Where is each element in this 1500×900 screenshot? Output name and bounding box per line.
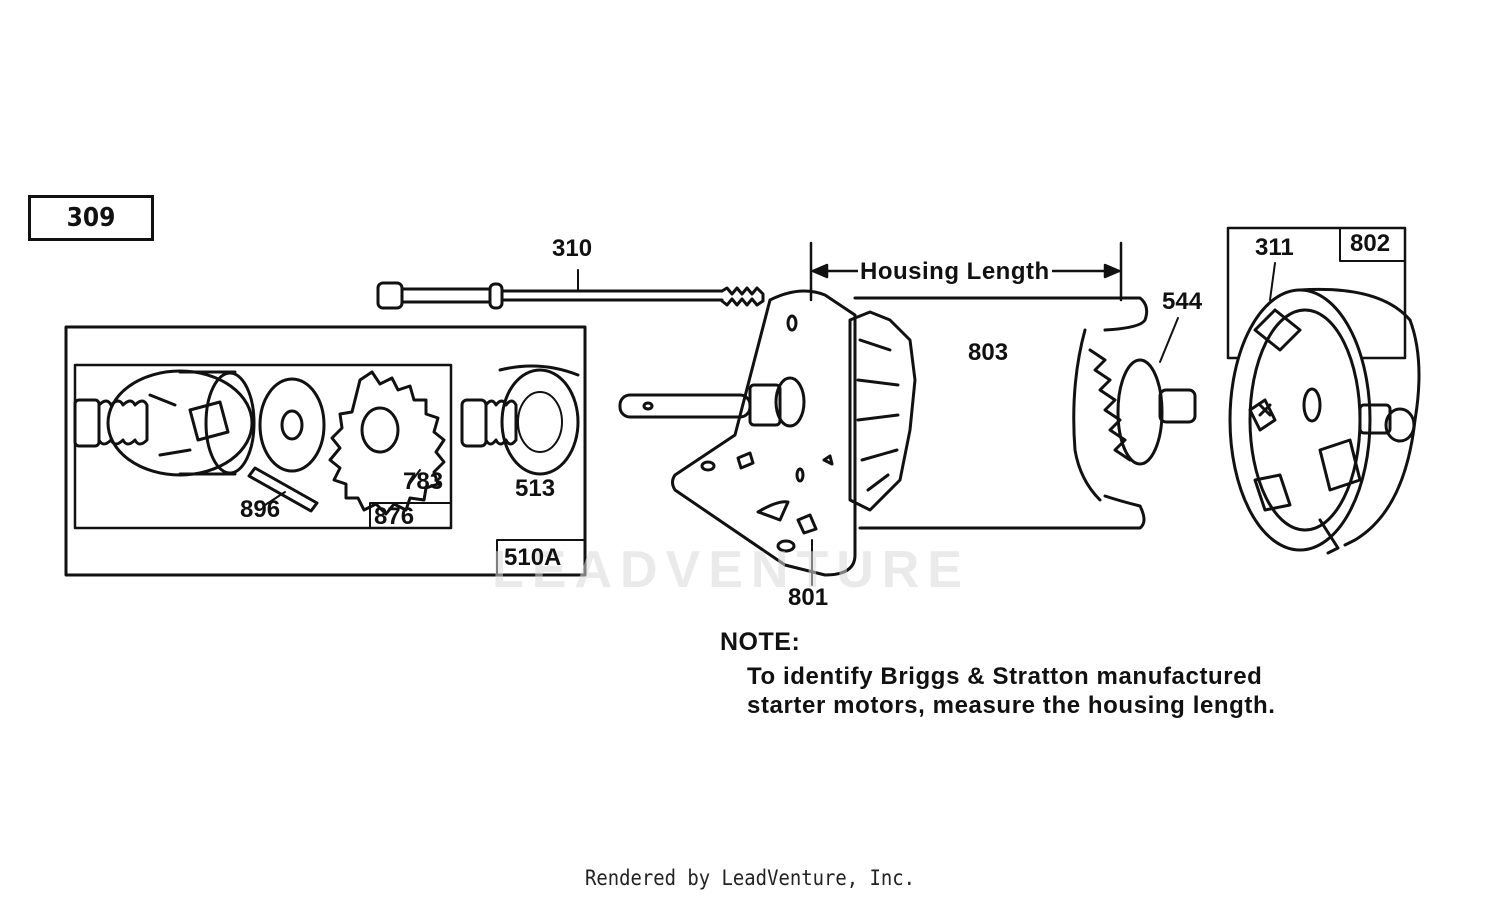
pinion-gear-783-drawing — [328, 370, 446, 516]
callout-896: 896 — [240, 496, 281, 523]
housing-803-drawing — [853, 296, 1149, 530]
end-plate-801-drawing — [618, 289, 917, 586]
note-line-1: To identify Briggs & Stratton manufactur… — [747, 663, 1263, 690]
callout-783: 783 — [403, 468, 444, 495]
callout-544: 544 — [1162, 288, 1203, 315]
watermark: LEADVENTURE — [492, 541, 971, 599]
callout-510a: 510A — [504, 544, 562, 571]
group-label-309: 309 — [28, 195, 154, 241]
pin-896-drawing — [247, 466, 319, 513]
armature-544-drawing — [1072, 317, 1197, 502]
callout-513: 513 — [515, 475, 556, 502]
callout-876: 876 — [374, 503, 415, 530]
callout-311: 311 — [1255, 234, 1294, 261]
callout-803: 803 — [968, 339, 1009, 366]
washer-drawing — [258, 377, 326, 473]
callout-801: 801 — [788, 584, 829, 611]
note-heading: NOTE: — [720, 628, 801, 656]
assembly-box-510a — [64, 325, 587, 577]
housing-length-label: Housing Length — [858, 258, 1052, 286]
drive-sleeve-drawing — [73, 369, 256, 477]
end-cap-802-drawing — [1228, 262, 1421, 555]
callout-310: 310 — [552, 235, 593, 262]
callout-802: 802 — [1350, 230, 1391, 257]
spring-nut-513-drawing — [460, 364, 580, 476]
bolt-310-drawing — [376, 269, 765, 310]
note-line-2: starter motors, measure the housing leng… — [747, 692, 1276, 719]
footer-credit: Rendered by LeadVenture, Inc. — [585, 866, 915, 890]
assembly-box-876 — [73, 363, 453, 530]
